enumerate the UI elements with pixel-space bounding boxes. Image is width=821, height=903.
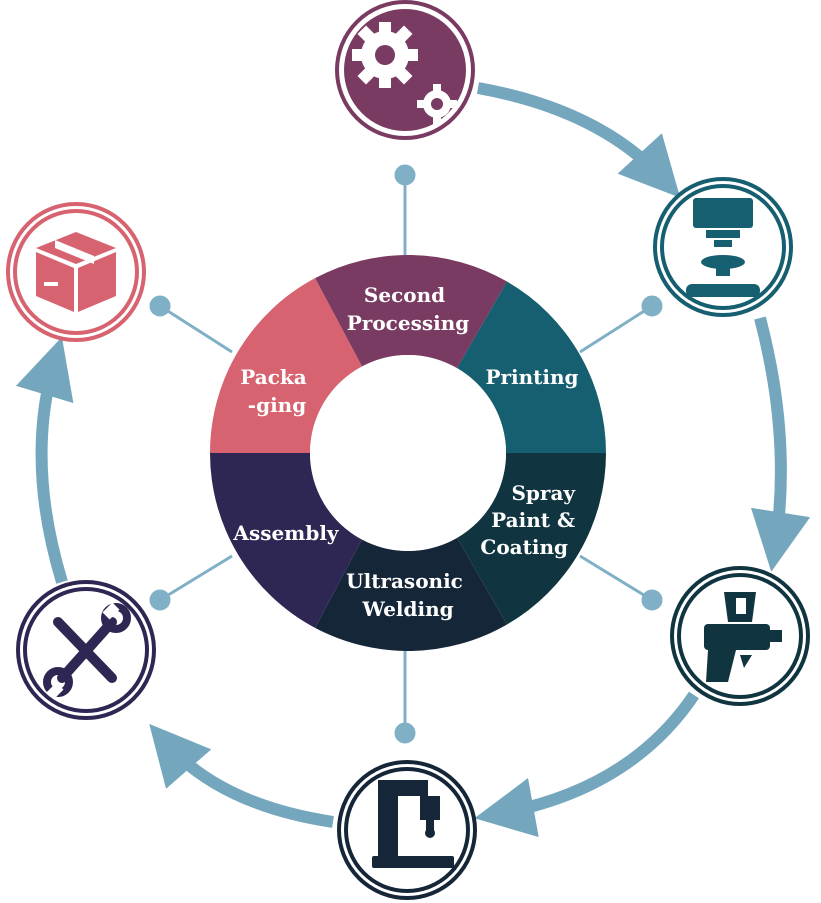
arrow-spray-to-welding (474, 691, 699, 838)
node-packaging (6, 202, 146, 342)
ring-center-hole (310, 355, 506, 551)
label-ultrasonic-welding: Ultrasonic Welding (346, 569, 470, 621)
node-spray-paint-coating (670, 566, 810, 706)
connector-dot-lower-left (149, 589, 171, 611)
arrow-printer-to-spray (750, 316, 811, 572)
printer-press-icon (686, 198, 760, 297)
label-second-processing: Second Processing (347, 283, 469, 335)
connectors (149, 164, 663, 744)
node-printing (653, 177, 793, 317)
connector-line-lower-left (159, 554, 233, 602)
connector-line-upper-left (159, 304, 233, 354)
ring-segment-assembly (210, 453, 362, 628)
node-assembly (16, 580, 156, 720)
process-ring (210, 255, 606, 651)
label-packaging-line2: -ging (248, 393, 306, 417)
label-welding-line1: Ultrasonic (346, 569, 463, 593)
connector-dot-upper-left (149, 295, 171, 317)
flow-arrows (15, 82, 811, 838)
connector-dot-top (394, 164, 416, 186)
node-second-processing (335, 0, 475, 140)
label-printing: Printing (485, 365, 578, 389)
label-assembly-line1: Assembly (232, 521, 340, 545)
ring-segment-spray-paint-coating (457, 453, 606, 625)
connector-dot-upper-right (641, 295, 663, 317)
label-spray-line1: Spray (511, 481, 576, 505)
arrow-welding-to-assembly (149, 723, 334, 828)
connector-dot-lower-right (641, 589, 663, 611)
ring-segment-packaging (210, 278, 362, 453)
label-assembly: Assembly (232, 521, 340, 545)
arrow-gears-to-printer (476, 82, 681, 198)
ring-labels: Second Processing Printing Spray Paint &… (232, 283, 582, 621)
label-spray-line3: Coating (480, 535, 568, 559)
connector-line-lower-right (579, 554, 653, 602)
label-packaging-line1: Packa (240, 365, 306, 389)
connector-line-upper-right (579, 304, 653, 354)
welding-machine-icon (372, 780, 454, 868)
connector-dot-bottom (394, 722, 416, 744)
label-second-processing-line2: Processing (347, 311, 469, 335)
node-ultrasonic-welding (337, 760, 477, 900)
arrow-assembly-to-packaging (15, 337, 74, 584)
label-second-processing-line1: Second (364, 283, 445, 307)
label-spray-paint-coating: Spray Paint & Coating (480, 481, 582, 559)
ring-segment-printing (457, 281, 606, 453)
spray-gun-icon (704, 592, 782, 682)
ring-segment-ultrasonic-welding (315, 537, 507, 651)
label-packaging: Packa -ging (240, 365, 313, 417)
label-welding-line2: Welding (361, 597, 453, 621)
ring-segment-second-processing (315, 255, 507, 369)
label-spray-line2: Paint & (491, 508, 575, 532)
box-icon (36, 232, 116, 312)
label-printing-line1: Printing (485, 365, 578, 389)
